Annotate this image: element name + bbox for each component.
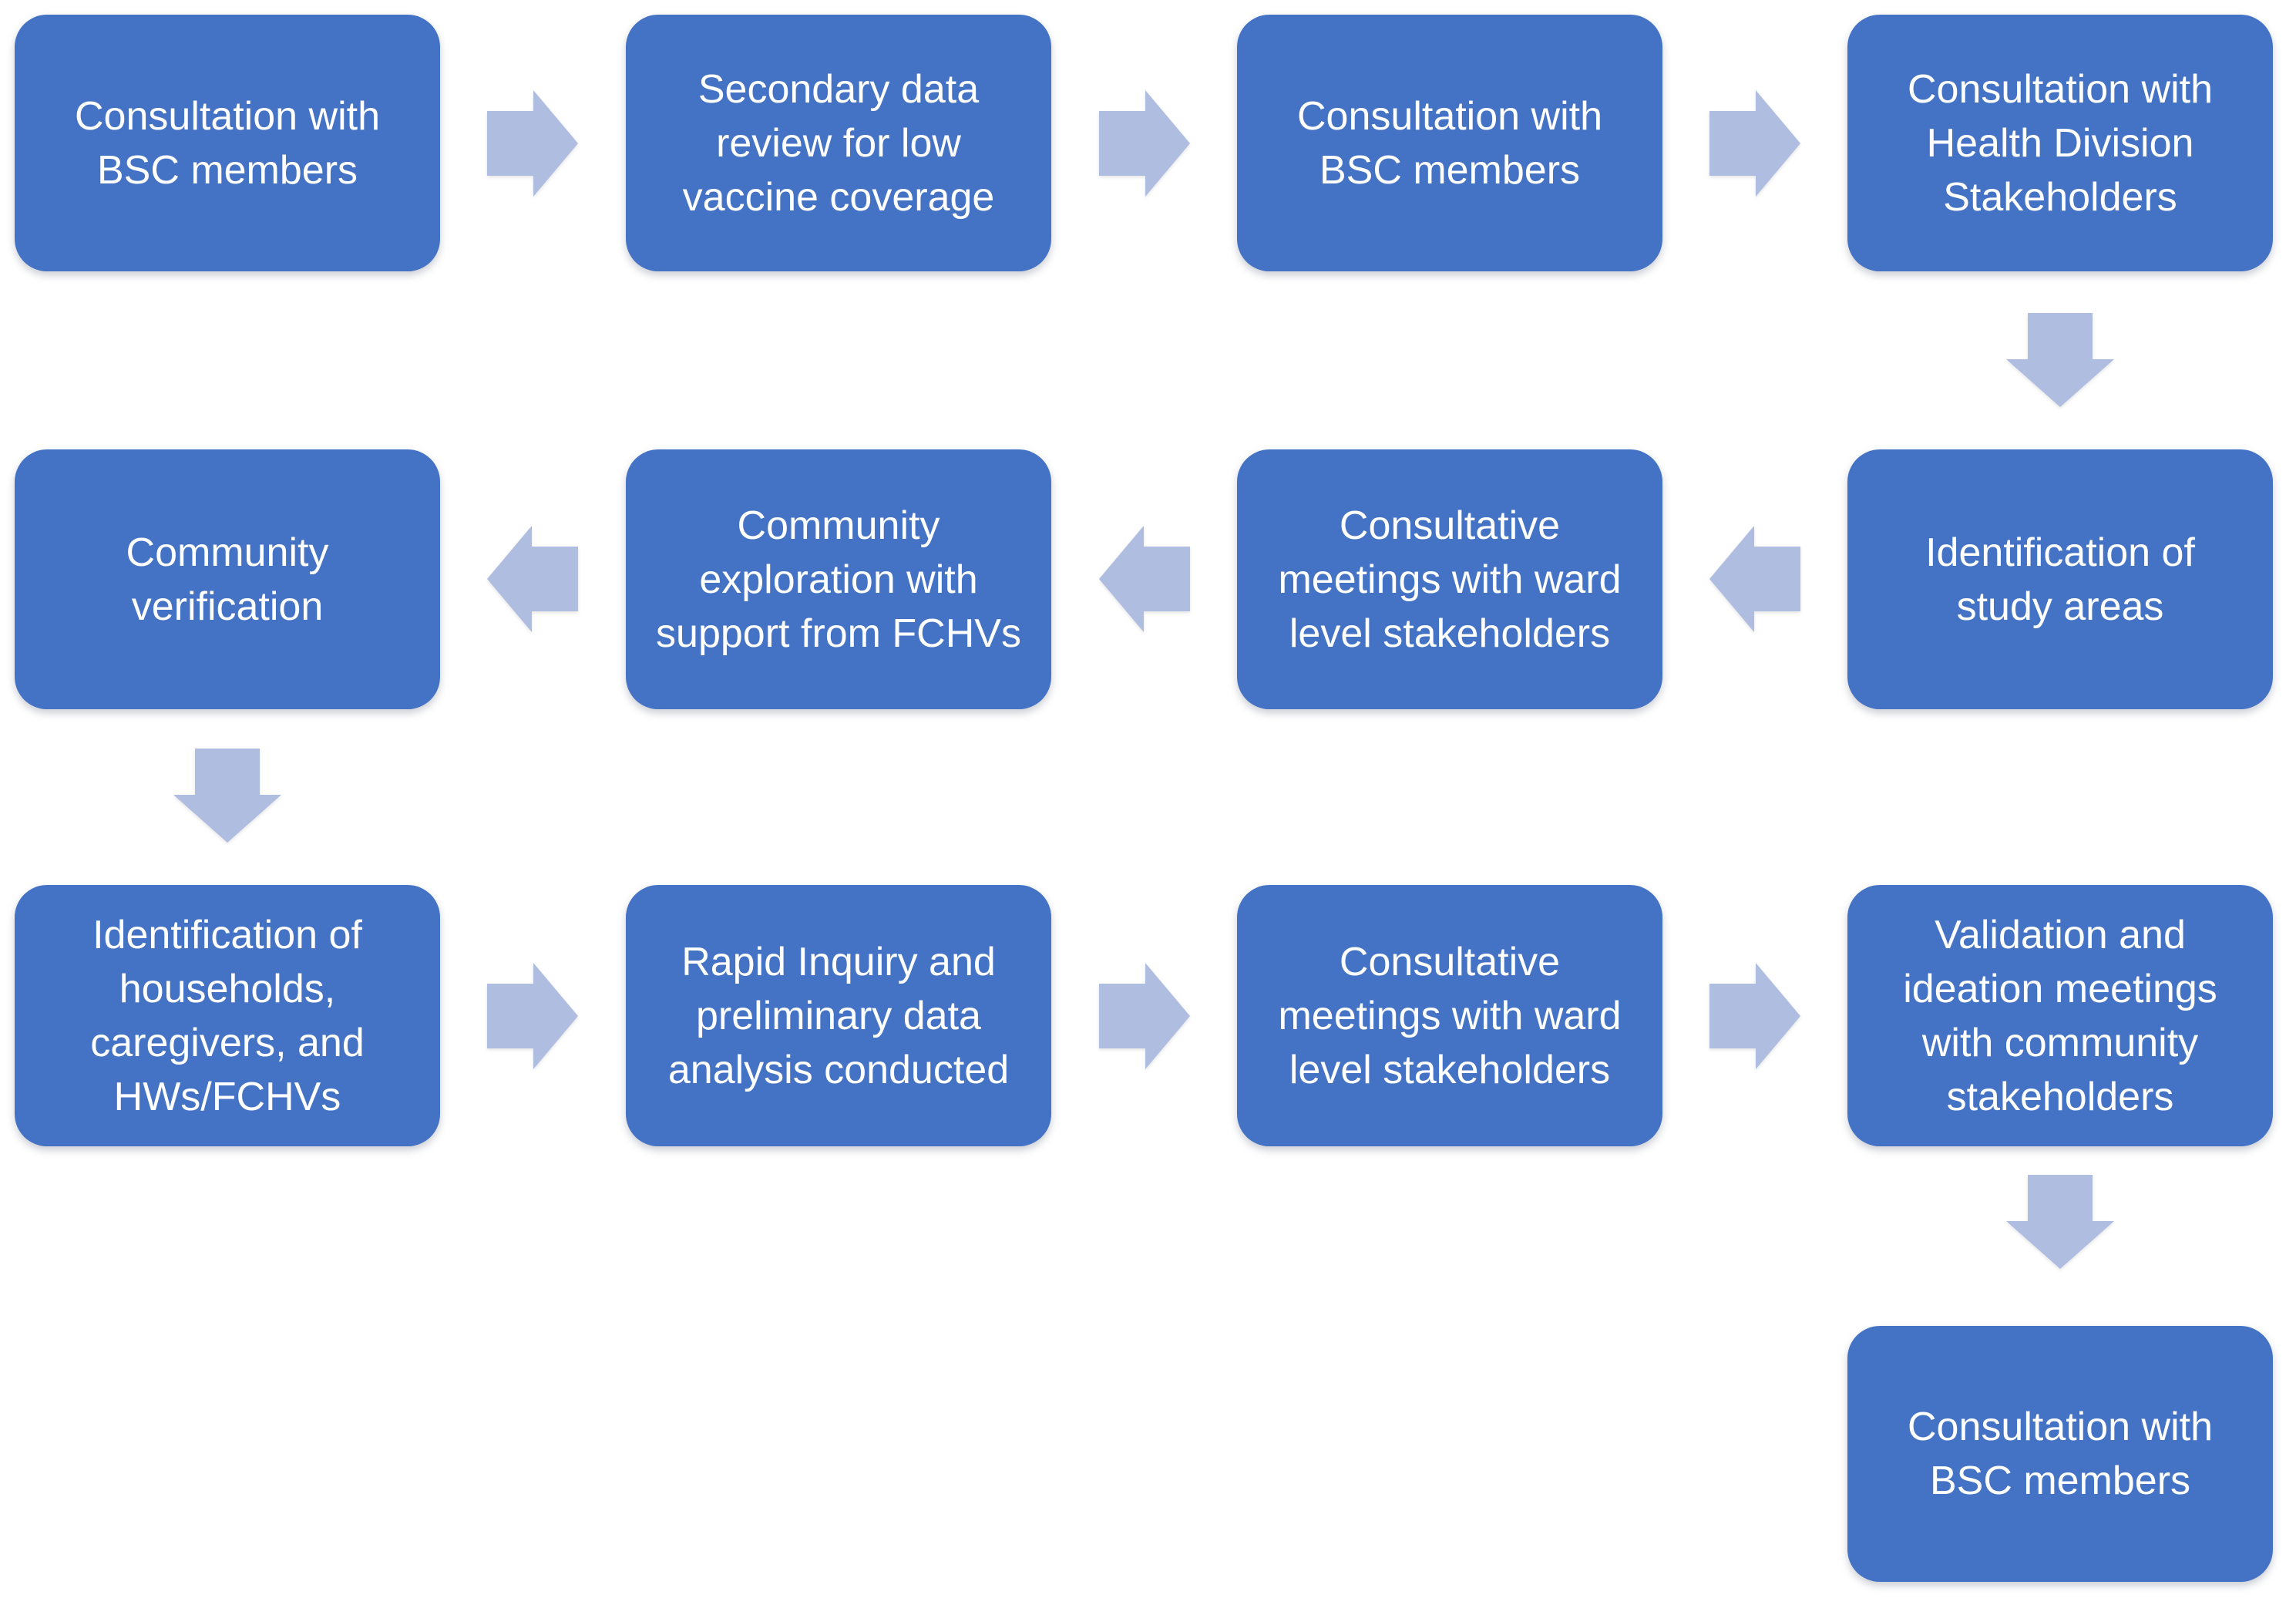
flow-step-label: Identification of households, caregivers… (90, 912, 365, 1119)
flow-step-label: Identification of study areas (1925, 530, 2195, 629)
arrow-down-icon (2006, 1175, 2114, 1269)
flow-step-identification-study-areas: Identification of study areas (1847, 449, 2273, 709)
flow-step-label: Validation and ideation meetings with co… (1903, 912, 2217, 1119)
flow-step-identification-households: Identification of households, caregivers… (15, 885, 440, 1146)
arrow-left-icon (1709, 526, 1800, 632)
arrow-right-icon (1099, 963, 1190, 1069)
flow-step-community-verification: Community verification (15, 449, 440, 709)
flow-step-label: Community exploration with support from … (656, 503, 1021, 656)
flow-step-consultation-bsc-1: Consultation with BSC members (15, 15, 440, 271)
arrow-left-icon (487, 526, 578, 632)
flow-step-label: Secondary data review for low vaccine co… (682, 66, 995, 220)
flow-step-label: Consultation with BSC members (1297, 93, 1602, 193)
flow-step-label: Consultation with Health Division Stakeh… (1908, 66, 2213, 220)
arrow-right-icon (1709, 963, 1800, 1069)
flow-step-label: Consultation with BSC members (75, 93, 380, 193)
flow-step-label: Consultation with BSC members (1908, 1405, 2213, 1503)
flow-step-label: Consultative meetings with ward level st… (1278, 503, 1622, 656)
flow-step-community-exploration: Community exploration with support from … (626, 449, 1051, 709)
flow-step-label: Consultative meetings with ward level st… (1278, 939, 1622, 1092)
flow-step-secondary-data-review: Secondary data review for low vaccine co… (626, 15, 1051, 271)
arrow-right-icon (1099, 90, 1190, 197)
arrow-right-icon (487, 963, 578, 1069)
flow-step-validation-ideation: Validation and ideation meetings with co… (1847, 885, 2273, 1146)
flow-step-consultation-health-division: Consultation with Health Division Stakeh… (1847, 15, 2273, 271)
flow-step-consultative-meetings-ward-1: Consultative meetings with ward level st… (1237, 449, 1662, 709)
arrow-right-icon (487, 90, 578, 197)
flow-step-consultative-meetings-ward-2: Consultative meetings with ward level st… (1237, 885, 1662, 1146)
flow-step-consultation-bsc-2: Consultation with BSC members (1237, 15, 1662, 271)
flow-step-label: Community verification (126, 530, 329, 629)
arrow-down-icon (173, 749, 281, 843)
arrow-down-icon (2006, 313, 2114, 407)
arrow-right-icon (1709, 90, 1800, 197)
flow-step-consultation-bsc-3: Consultation with BSC members (1847, 1326, 2273, 1582)
arrow-left-icon (1099, 526, 1190, 632)
flow-step-rapid-inquiry: Rapid Inquiry and preliminary data analy… (626, 885, 1051, 1146)
flow-step-label: Rapid Inquiry and preliminary data analy… (667, 939, 1010, 1092)
